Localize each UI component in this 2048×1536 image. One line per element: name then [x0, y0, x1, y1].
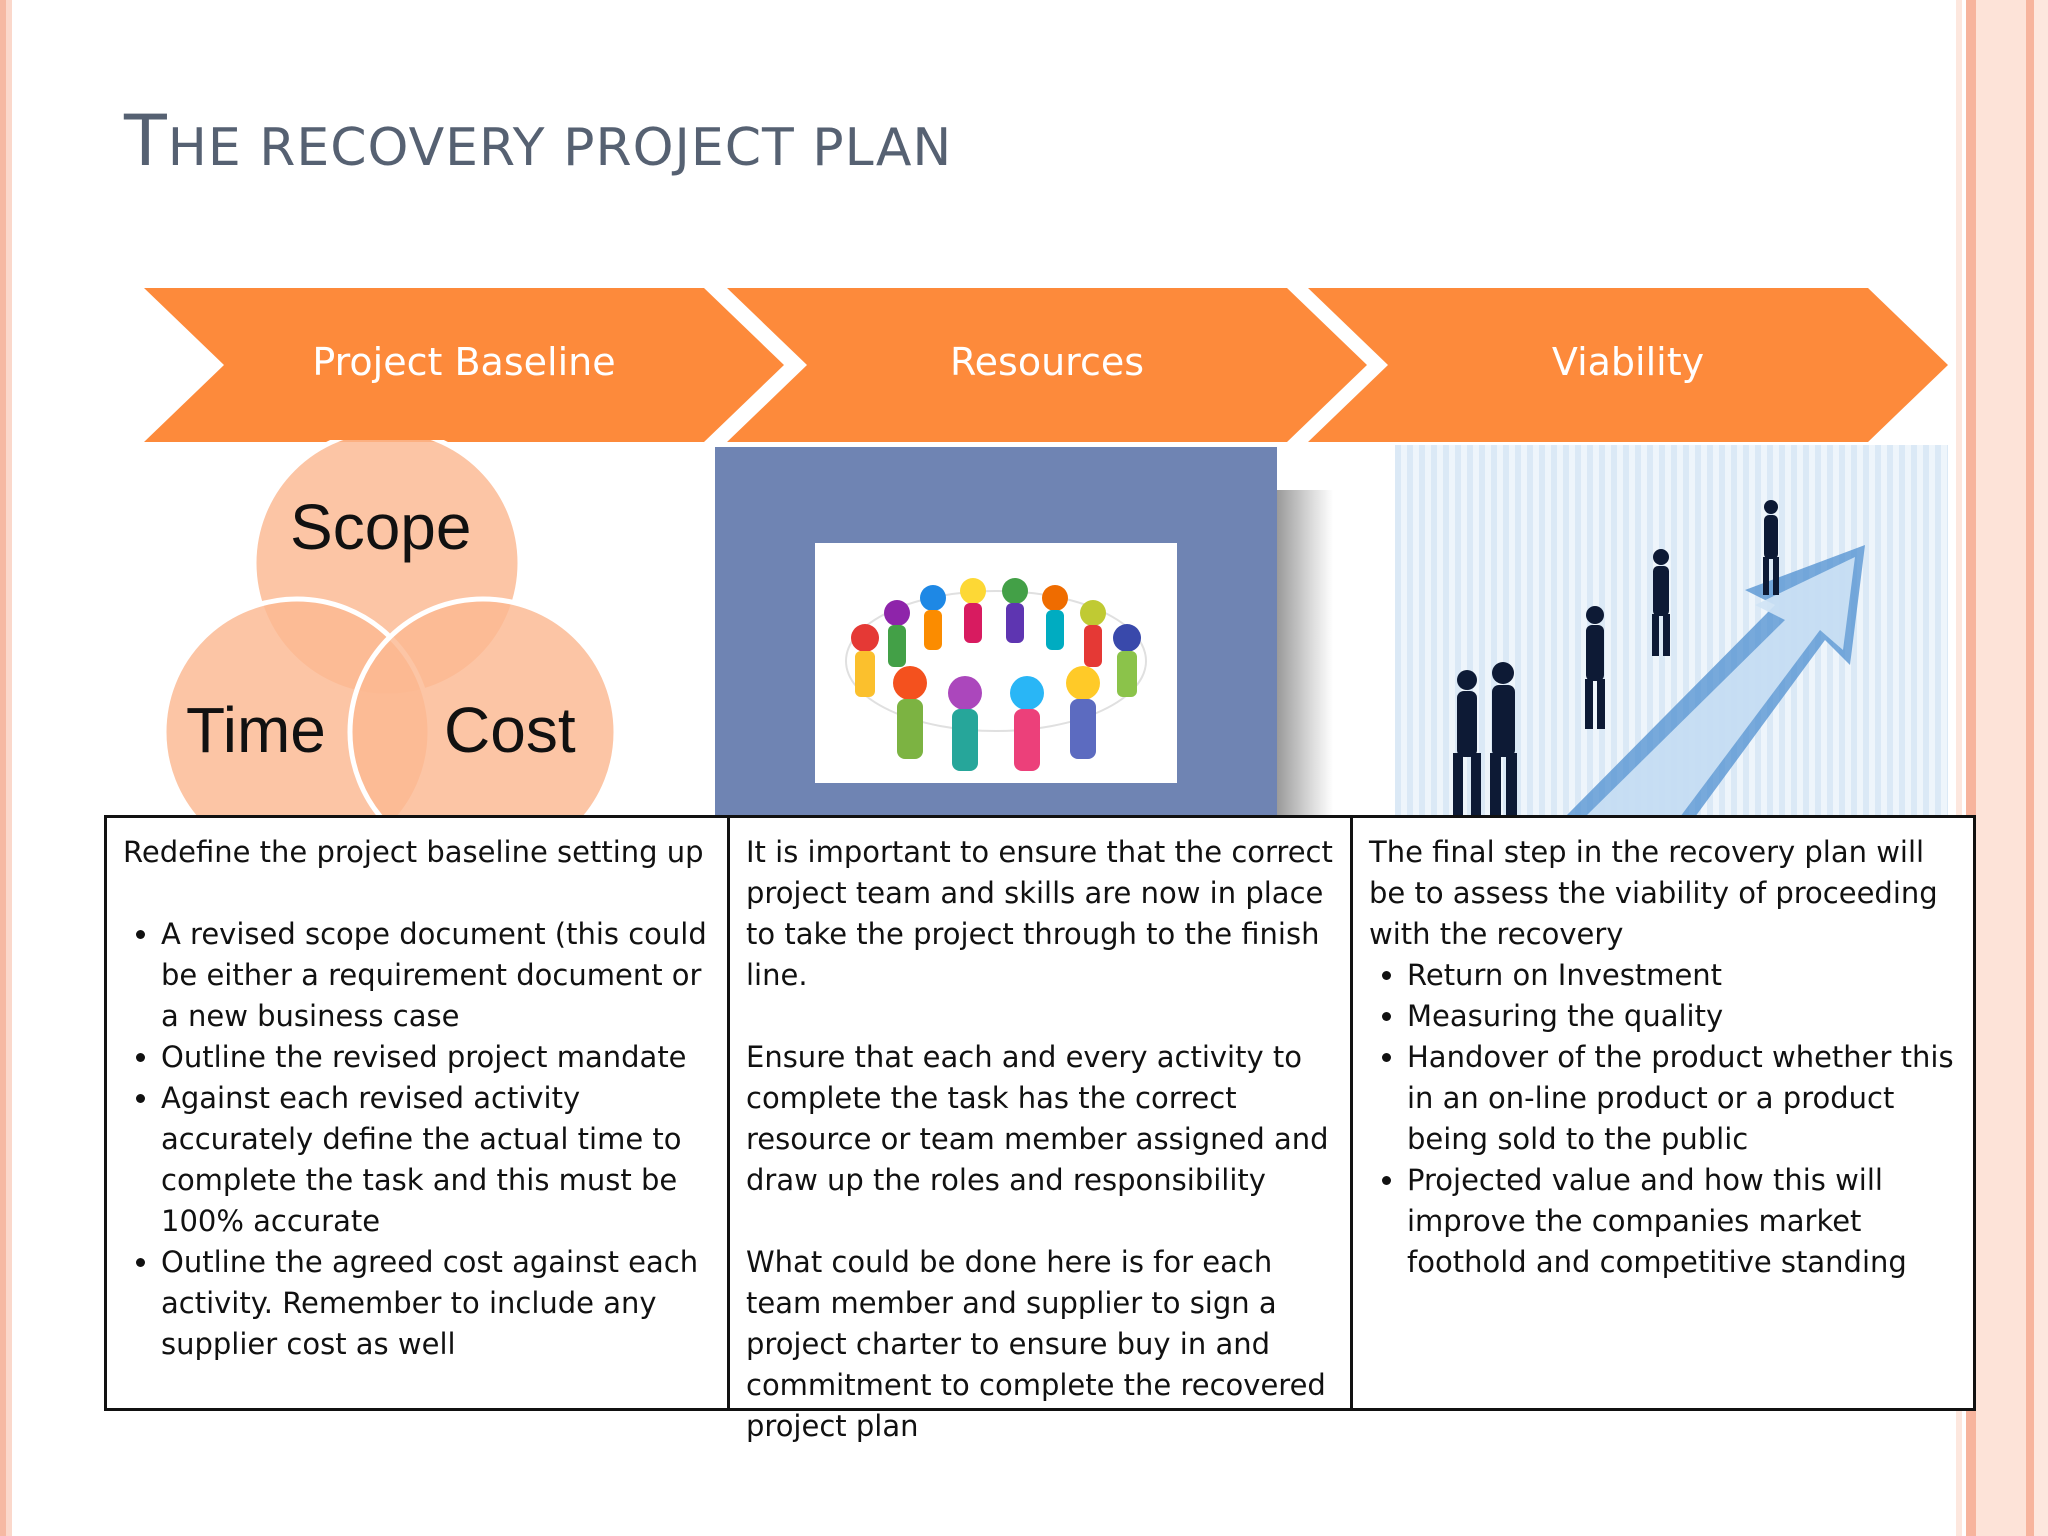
walking-people-icon [1453, 500, 1779, 817]
list-item: Projected value and how this will improv… [1407, 1160, 1957, 1283]
bullet-list: A revised scope document (this could be … [123, 914, 711, 1365]
venn-scope-label: Scope [290, 491, 472, 563]
left-border-decoration [0, 0, 12, 1536]
column-intro: The final step in the recovery plan will… [1369, 835, 1938, 951]
table-column-resources: It is important to ensure that the corre… [730, 818, 1353, 1443]
content-table: Redefine the project baseline setting up… [104, 815, 1976, 1443]
column-paragraph: Ensure that each and every activity to c… [746, 1040, 1329, 1197]
table-column-baseline: Redefine the project baseline setting up… [107, 818, 730, 1408]
column-intro: Redefine the project baseline setting up [123, 835, 704, 869]
slide-title: THE RECOVERY PROJECT PLAN [124, 100, 953, 182]
chevron-label: Project Baseline [312, 340, 616, 384]
column-paragraph: It is important to ensure that the corre… [746, 835, 1333, 992]
list-item: Measuring the quality [1407, 996, 1957, 1037]
list-item: Handover of the product whether this in … [1407, 1037, 1957, 1160]
venn-cost-label: Cost [444, 694, 576, 766]
list-item: Return on Investment [1407, 955, 1957, 996]
chevron-resources: Resources [727, 288, 1367, 442]
growth-arrow-icon [1565, 545, 1865, 817]
chevron-project-baseline: Project Baseline [144, 288, 784, 442]
list-item: Outline the revised project mandate [161, 1037, 711, 1078]
viability-image [1395, 445, 1948, 817]
list-item: A revised scope document (this could be … [161, 914, 711, 1037]
column-paragraph: What could be done here is for each team… [746, 1245, 1326, 1443]
venn-diagram: Scope Time Cost [150, 440, 630, 820]
bullet-list: Return on Investment Measuring the quali… [1369, 955, 1957, 1283]
venn-time-label: Time [186, 694, 326, 766]
list-item: Against each revised activity accurately… [161, 1078, 711, 1242]
chevron-viability: Viability [1308, 288, 1948, 442]
list-item: Outline the agreed cost against each act… [161, 1242, 711, 1365]
chevron-label: Resources [949, 340, 1145, 384]
image-shadow [1277, 490, 1333, 817]
chevron-label: Viability [1551, 340, 1705, 384]
team-figures-icon [845, 578, 1147, 771]
team-circle-image [815, 543, 1177, 783]
table-column-viability: The final step in the recovery plan will… [1353, 818, 1973, 1408]
